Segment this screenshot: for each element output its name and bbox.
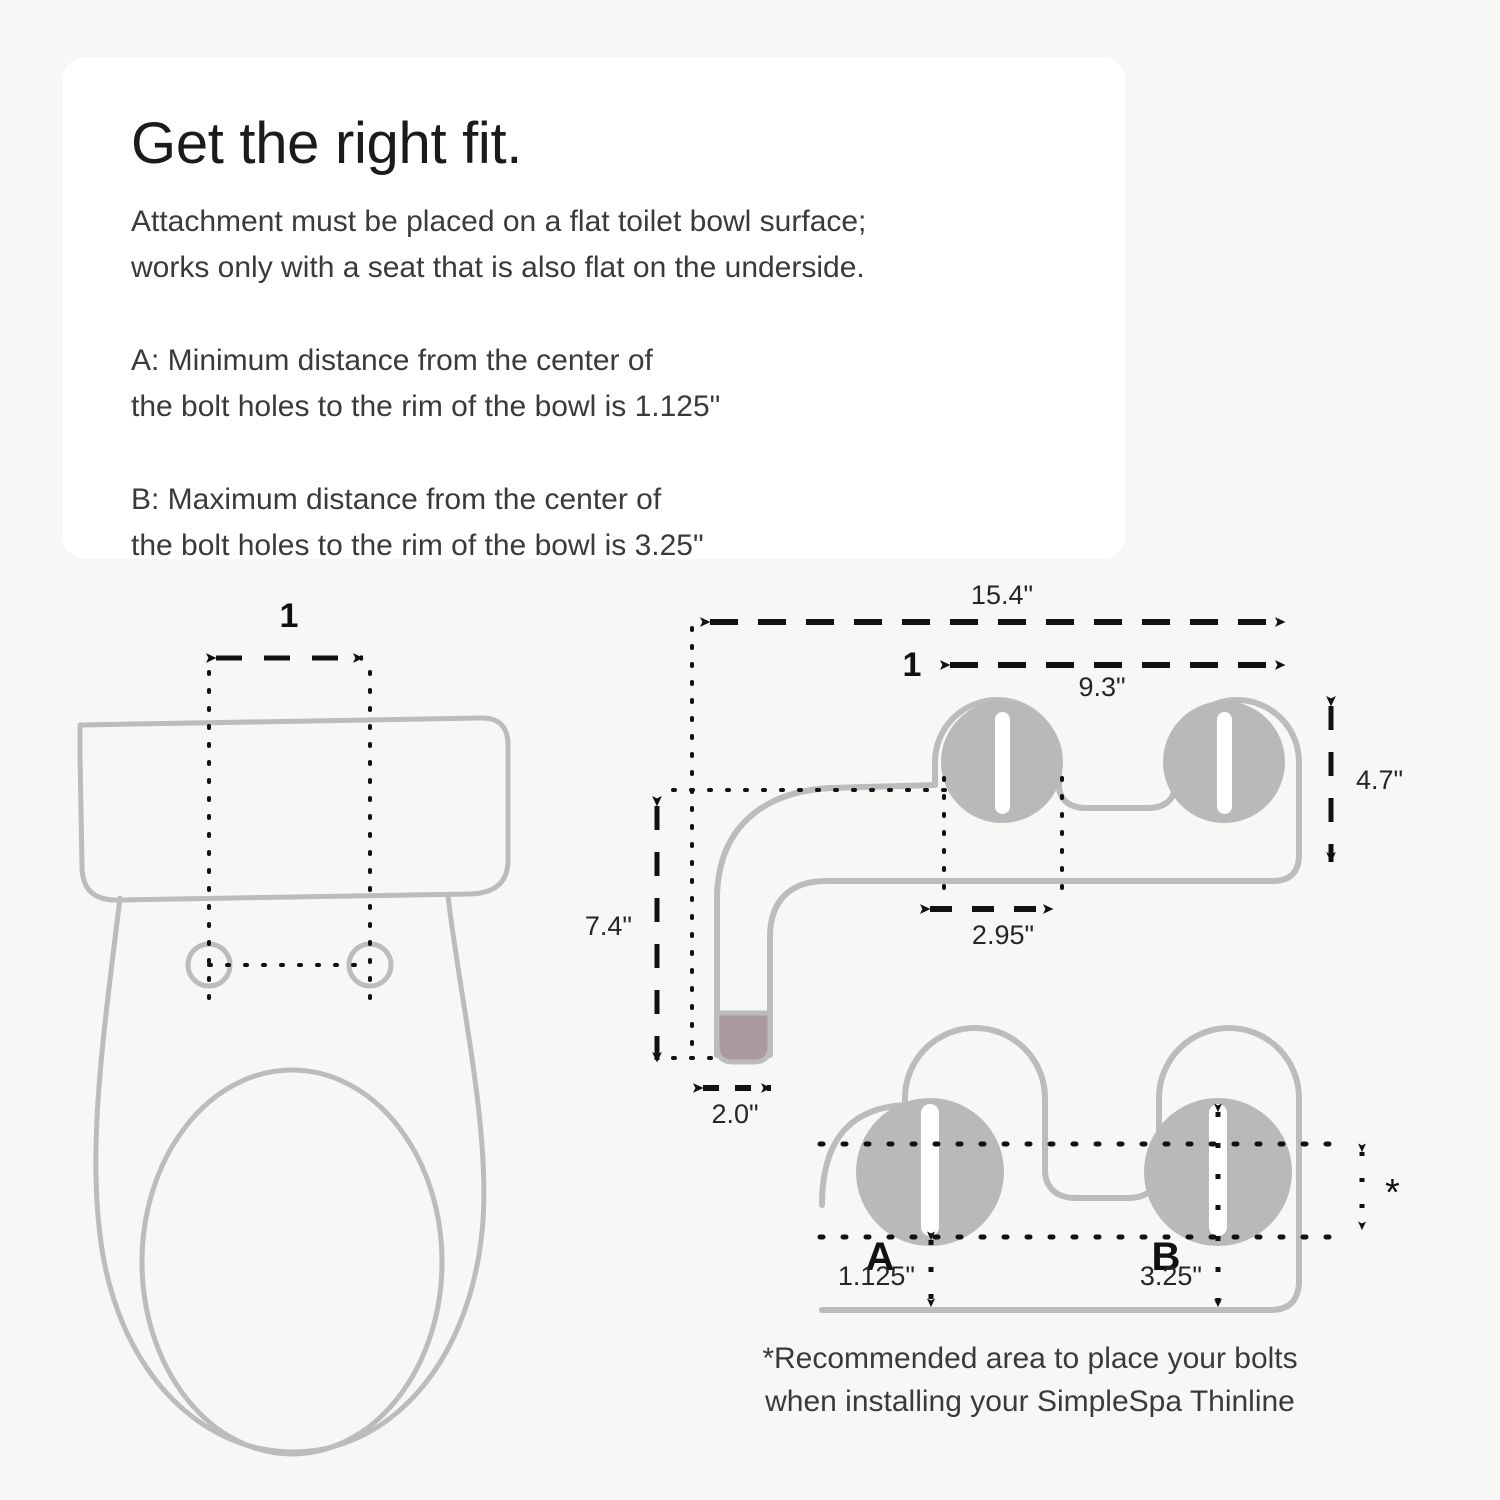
note-a-paragraph: A: Minimum distance from the center of t… bbox=[131, 344, 721, 423]
note-b-paragraph: B: Maximum distance from the center of t… bbox=[131, 483, 704, 562]
dim-label-bolt-spacing: 2.95" bbox=[972, 920, 1034, 950]
toilet-top-view: 1 bbox=[77, 597, 511, 1457]
dim-label-tip-width: 2.0" bbox=[711, 1099, 758, 1129]
bolt-slot-right bbox=[1217, 712, 1232, 814]
toilet-tank bbox=[77, 715, 511, 903]
nozzle-tip bbox=[714, 1010, 773, 1065]
page-title: Get the right fit. bbox=[131, 111, 523, 176]
intro-paragraph: Attachment must be placed on a flat toil… bbox=[131, 205, 867, 284]
dim-label-bracket-width: 9.3" bbox=[1078, 672, 1125, 702]
toilet-dim-label-1: 1 bbox=[280, 597, 299, 635]
device-top-view: 15.4" 1 9.3" 4.7" 2.95" 7.4" 2.0" bbox=[585, 580, 1403, 1129]
label-b: B bbox=[1152, 1235, 1181, 1279]
bolt-slot-left bbox=[995, 712, 1010, 814]
detail-body-outline bbox=[819, 1025, 1302, 1313]
device-body-outline bbox=[714, 697, 1302, 1058]
dim-label-bracket-depth: 4.7" bbox=[1356, 765, 1403, 795]
detail-bolt-slot-b bbox=[1209, 1104, 1227, 1236]
dim-label-arm-length: 7.4" bbox=[585, 911, 632, 941]
dim-label-overall-width: 15.4" bbox=[971, 580, 1033, 610]
detail-bolt-slot-a bbox=[921, 1104, 939, 1236]
dim-label-b: 3.25" bbox=[1140, 1261, 1202, 1291]
footnote-text: *Recommended area to place your bolts wh… bbox=[762, 1342, 1298, 1418]
toilet-bowl-inner bbox=[139, 1067, 445, 1457]
device-detail-ab: * A 1.125" B 3.25" bbox=[817, 1025, 1400, 1313]
info-card: Get the right fit. Attachment must be pl… bbox=[63, 57, 1125, 562]
dim-label-a: 1.125" bbox=[838, 1261, 915, 1291]
label-a: A bbox=[866, 1235, 895, 1279]
band-star-marker: * bbox=[1385, 1172, 1400, 1214]
device-callout-1: 1 bbox=[903, 646, 922, 684]
